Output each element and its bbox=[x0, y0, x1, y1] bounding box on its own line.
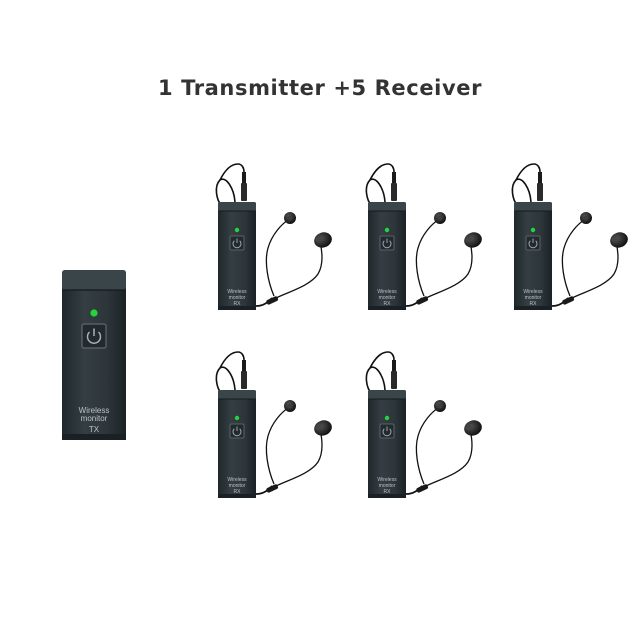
receiver-label-line2: monitor bbox=[379, 483, 396, 489]
receiver-label-line1: Wireless bbox=[377, 289, 397, 295]
receiver-label-line2: monitor bbox=[525, 295, 542, 301]
transmitter-device: Wireless monitor TX bbox=[62, 270, 126, 440]
transmitter-label-line2: monitor bbox=[81, 414, 108, 423]
receiver-device-2: Wireless monitor RX bbox=[365, 163, 485, 311]
receiver-code: RX bbox=[234, 301, 242, 307]
receiver-code: RX bbox=[530, 301, 538, 307]
receiver-code: RX bbox=[234, 489, 242, 495]
receiver-device-1: Wireless monitor RX bbox=[215, 163, 335, 311]
power-icon bbox=[81, 323, 107, 349]
receiver-label-line2: monitor bbox=[379, 295, 396, 301]
receiver-device-4: Wireless monitor RX bbox=[215, 351, 335, 499]
receiver-label-line1: Wireless bbox=[523, 289, 543, 295]
receiver-code: RX bbox=[384, 301, 392, 307]
receiver-label-line1: Wireless bbox=[227, 289, 247, 295]
receiver-device-3: Wireless monitor RX bbox=[511, 163, 631, 311]
receiver-code: RX bbox=[384, 489, 392, 495]
page-title: 1 Transmitter +5 Receiver bbox=[157, 76, 483, 100]
receiver-label-line1: Wireless bbox=[377, 477, 397, 483]
receiver-label-line2: monitor bbox=[229, 295, 246, 301]
transmitter-code: TX bbox=[89, 425, 100, 434]
receiver-label-line2: monitor bbox=[229, 483, 246, 489]
transmitter-label-line1: Wireless bbox=[79, 406, 110, 415]
receiver-device-5: Wireless monitor RX bbox=[365, 351, 485, 499]
receiver-label-line1: Wireless bbox=[227, 477, 247, 483]
transmitter-led bbox=[90, 309, 98, 317]
